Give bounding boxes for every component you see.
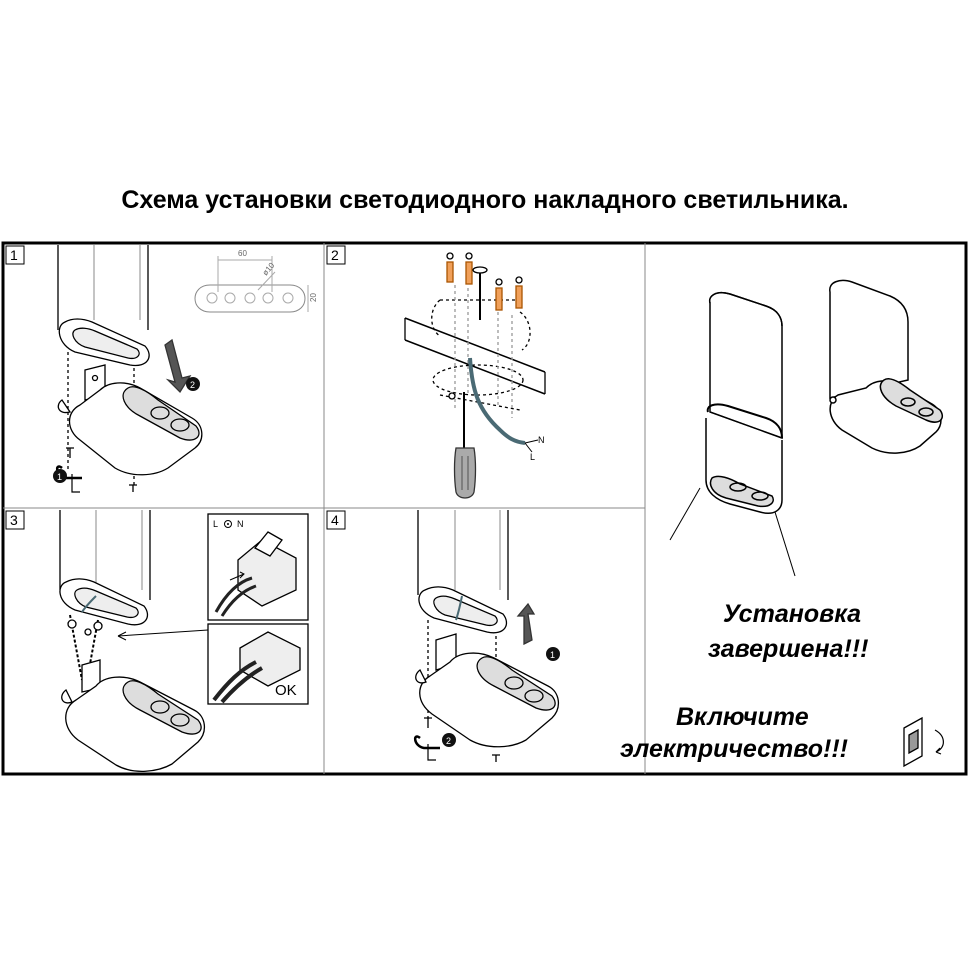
panel-1-badge-lower: 2 <box>186 377 200 391</box>
final-message-line-1: Установка <box>723 600 861 628</box>
final-message-line-2: завершена!!! <box>708 635 868 663</box>
terminal-live-label: L <box>213 519 218 529</box>
panel-4-illustration <box>414 510 559 762</box>
svg-text:1: 1 <box>57 472 62 482</box>
final-message-line-3: Включите <box>676 703 809 731</box>
svg-text:2: 2 <box>190 380 195 390</box>
step-2-label: 2 <box>326 245 346 265</box>
panel-3-illustration <box>59 510 209 772</box>
final-message-line-4: электричество!!! <box>620 735 848 763</box>
earth-symbol <box>224 520 232 528</box>
terminal-neutral-label: N <box>237 519 244 529</box>
panel-4-badge-screw: 2 <box>442 733 456 747</box>
installed-fixture-front <box>669 291 796 577</box>
svg-text:1: 1 <box>10 247 18 263</box>
svg-text:2: 2 <box>446 736 451 746</box>
wire-neutral-label: N <box>538 435 545 445</box>
step-1-label: 1 <box>5 245 25 265</box>
terminal-detail-box-closed <box>207 623 309 705</box>
svg-text:3: 3 <box>10 512 18 528</box>
dimension-width-label: 60 <box>238 249 247 258</box>
svg-text:4: 4 <box>331 512 339 528</box>
page-title: Схема установки светодиодного накладного… <box>121 186 849 214</box>
panel-1-illustration <box>56 245 203 493</box>
ok-label: OK <box>275 682 297 699</box>
panel-4-badge-lift: 1 <box>546 647 560 661</box>
terminal-detail-box-open <box>207 513 309 621</box>
dimension-height-label: 20 <box>309 293 318 302</box>
step-3-label: 3 <box>5 510 25 530</box>
svg-text:2: 2 <box>331 247 339 263</box>
svg-text:1: 1 <box>550 650 555 660</box>
step-4-label: 4 <box>326 510 346 530</box>
panel-2-illustration <box>404 252 546 499</box>
dimension-diameter-label: ø10 <box>261 261 277 278</box>
light-switch-icon <box>903 716 944 768</box>
panel-1-badge-screw: 1 <box>53 469 67 483</box>
installed-fixture-side <box>829 279 944 454</box>
wire-live-label: L <box>530 452 535 462</box>
mounting-plate-dimension-drawing <box>194 256 309 313</box>
